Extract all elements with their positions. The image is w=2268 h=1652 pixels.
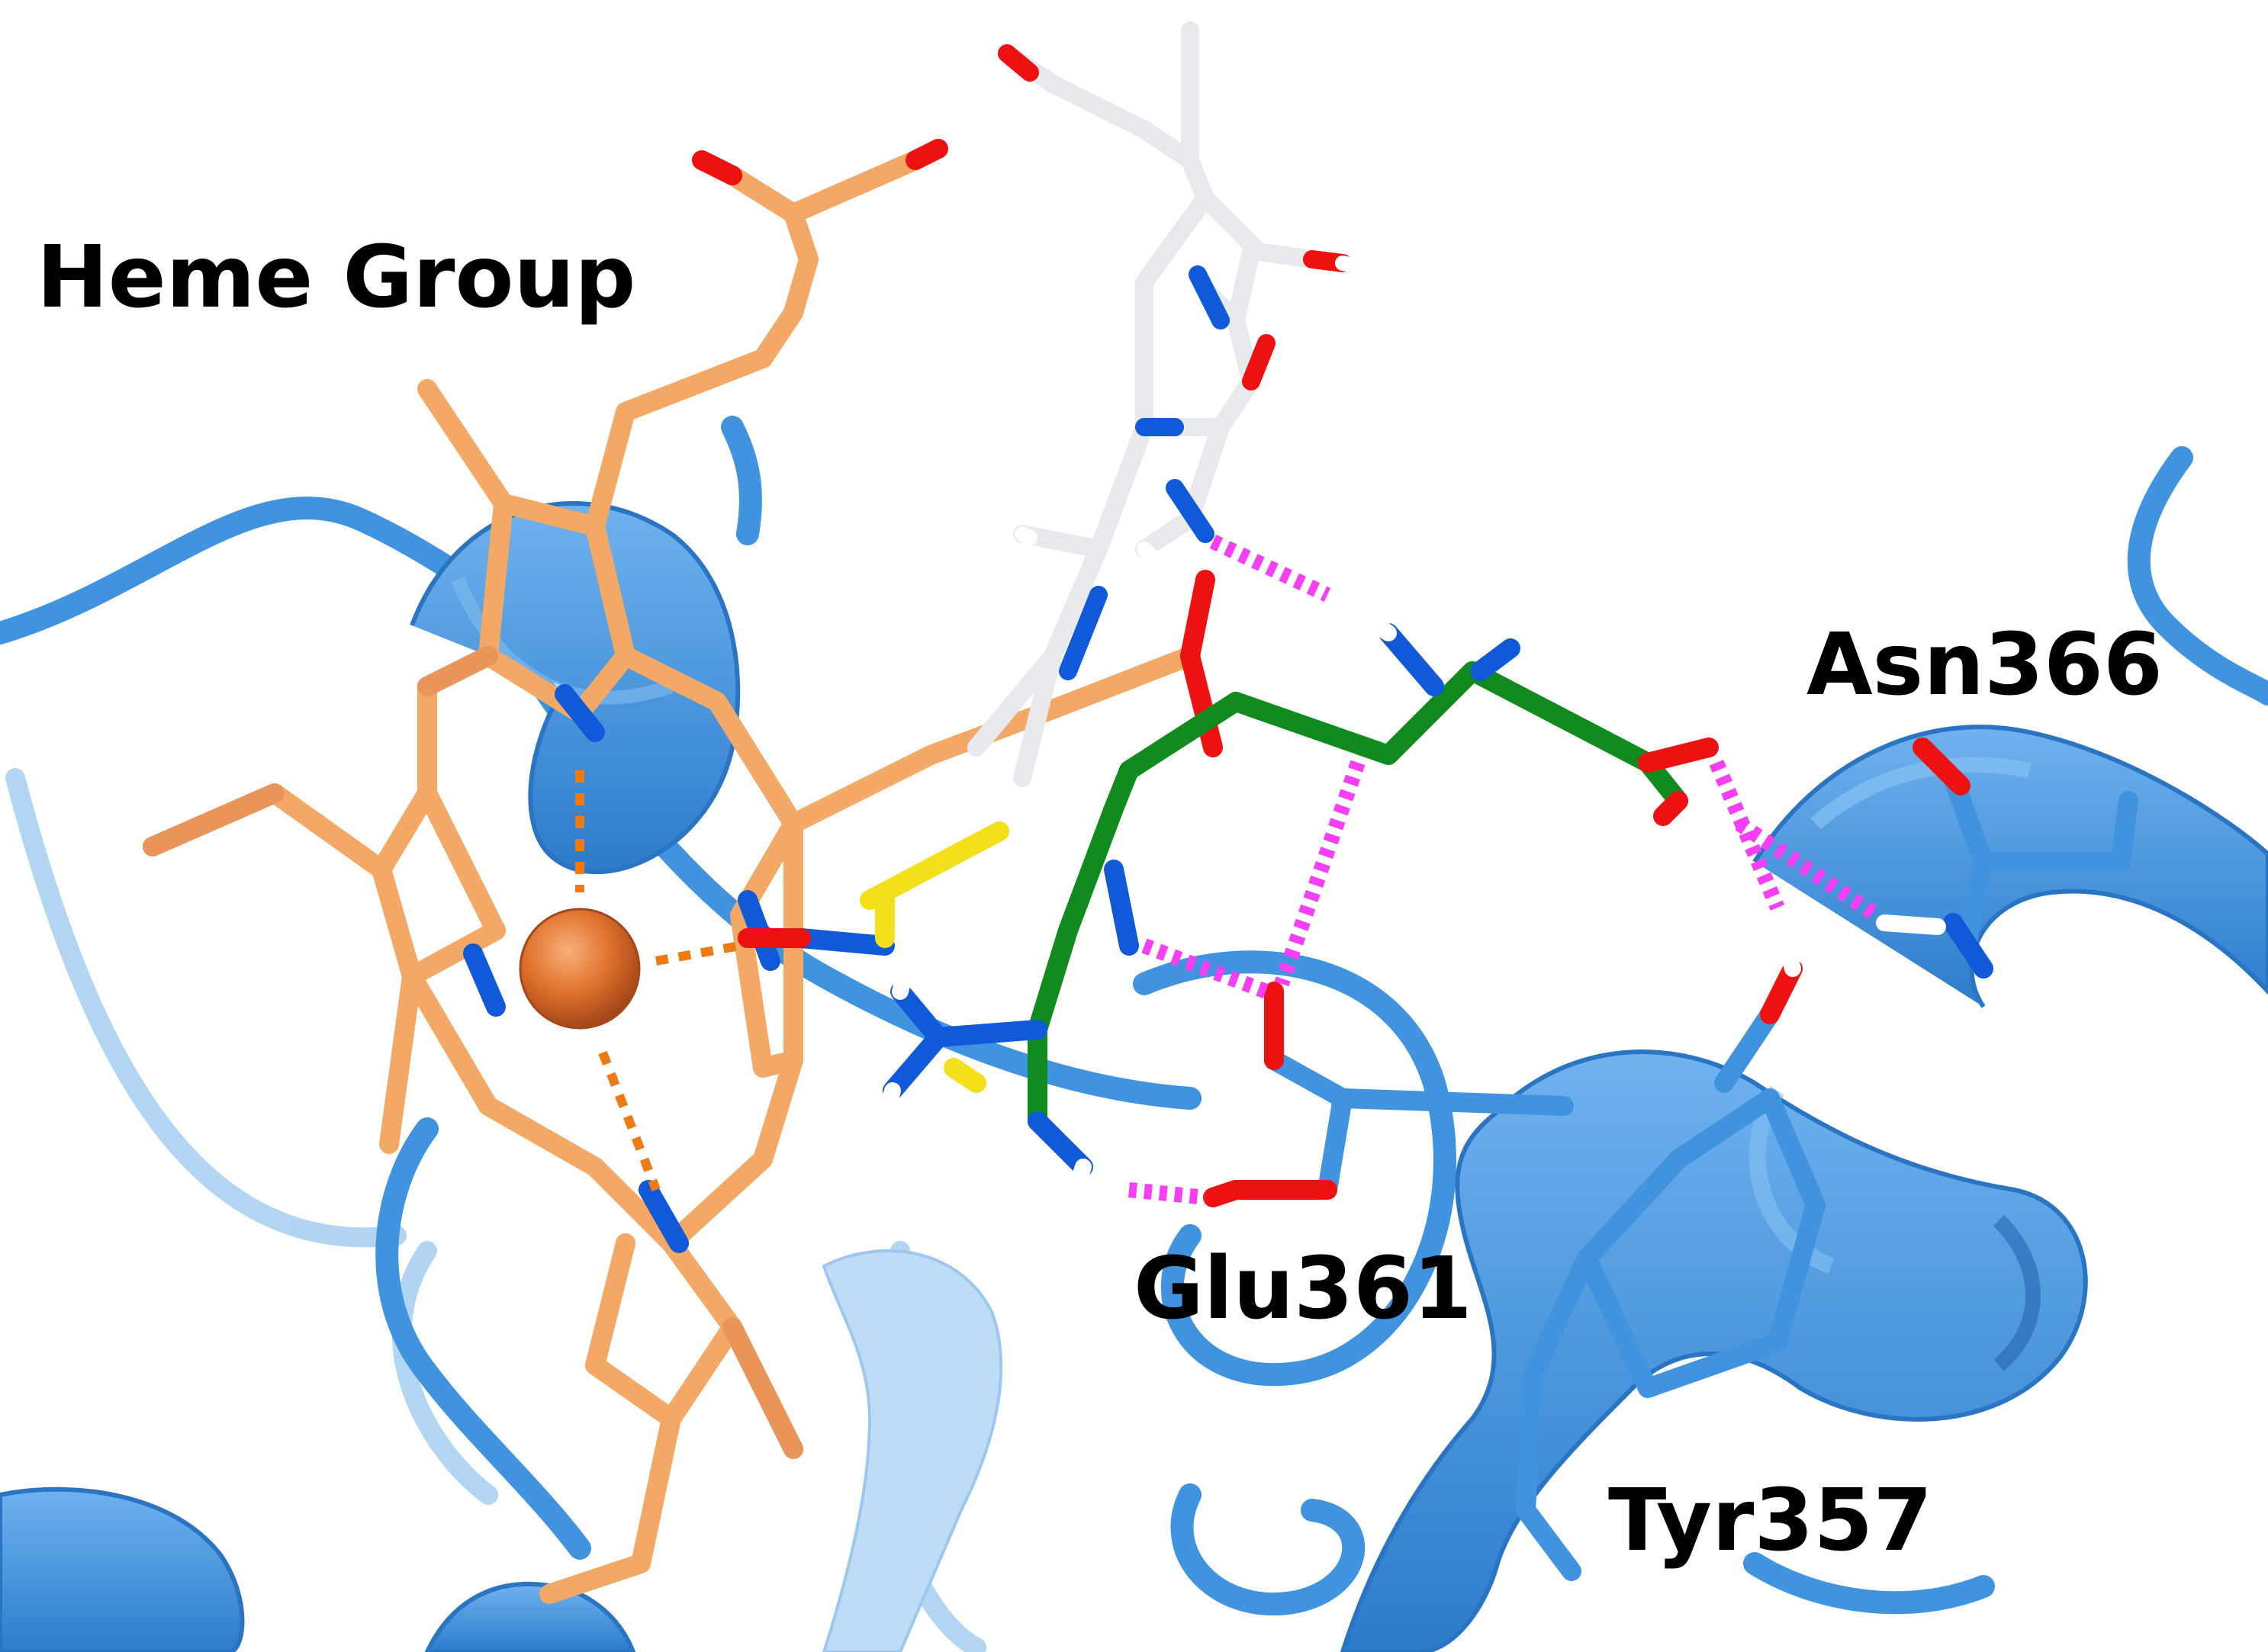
hydrogen-bonds — [1128, 534, 1881, 1205]
tyr357-residue — [1516, 907, 1826, 1581]
label-tyr357: Tyr357 — [1608, 1471, 1932, 1570]
iron-atom — [519, 908, 641, 1030]
iron-coordination-bonds — [575, 770, 742, 1192]
glu361-residue — [1203, 982, 1574, 1207]
label-asn366: Asn366 — [1806, 615, 2163, 715]
substrate-ligand — [738, 594, 1719, 1221]
heme-group — [143, 139, 1223, 1604]
cofactor — [967, 21, 1366, 787]
protein-ribbon — [0, 416, 2268, 1652]
label-glu361: Glu361 — [1134, 1239, 1472, 1339]
asn366-residue — [1876, 738, 2138, 1030]
label-heme-group: Heme Group — [37, 228, 635, 327]
helix-bottom-left — [0, 1486, 245, 1652]
